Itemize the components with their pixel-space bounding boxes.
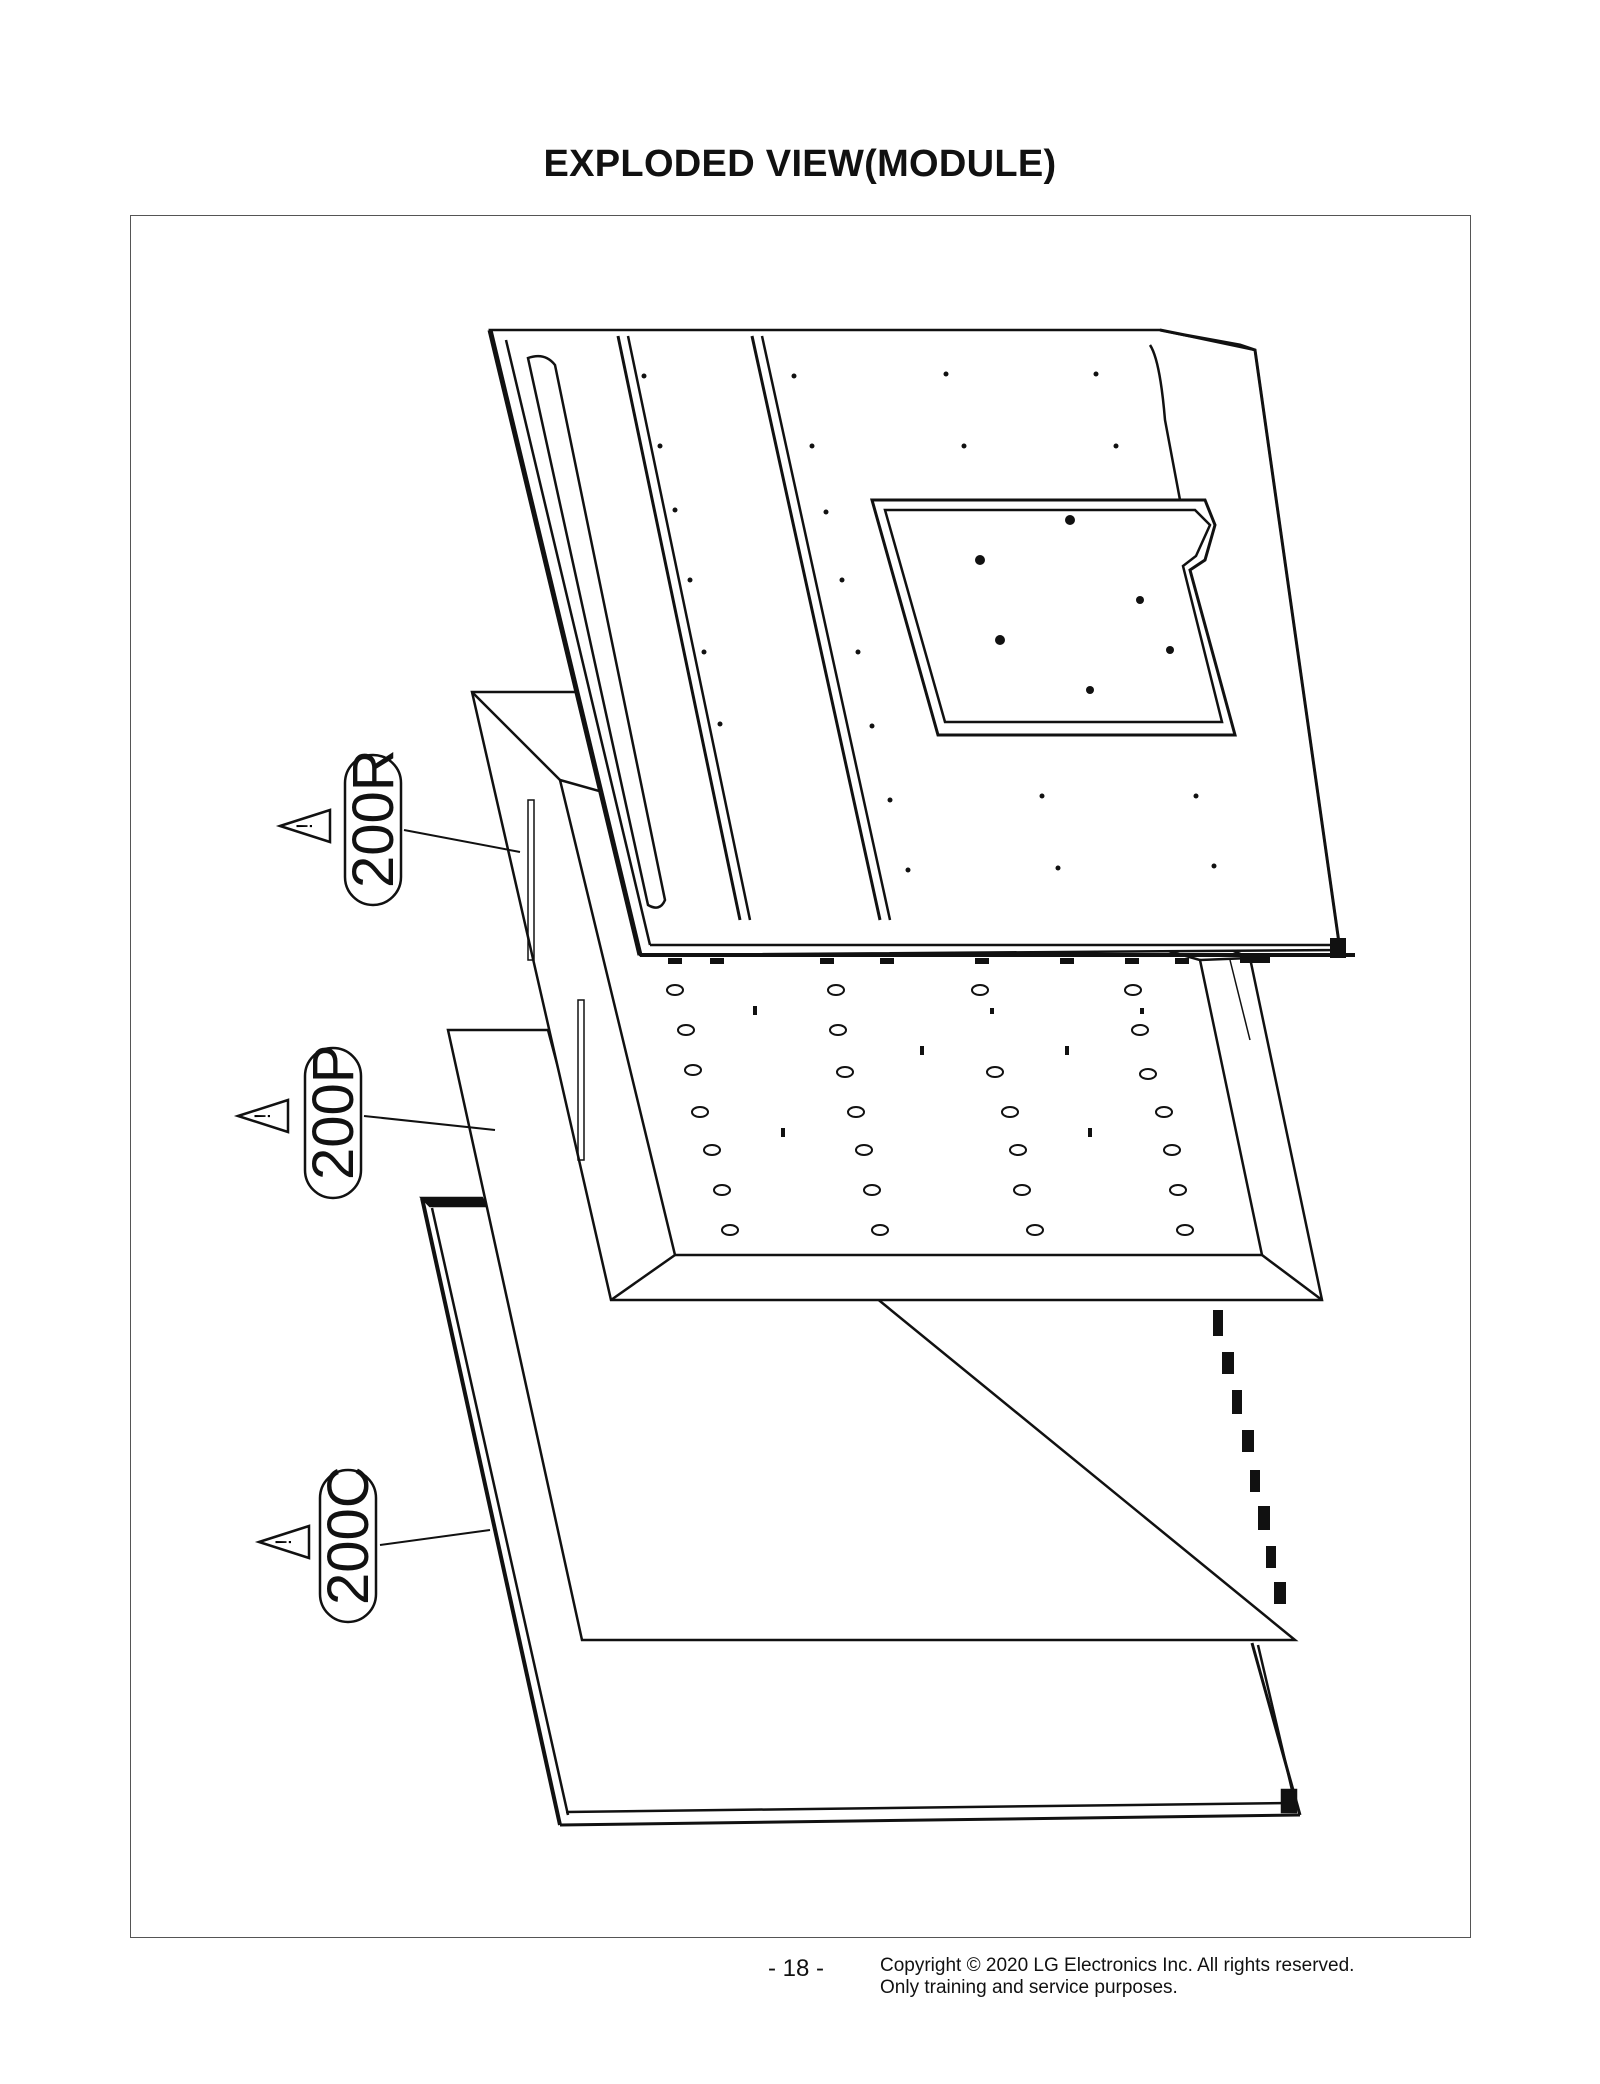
copyright-notice: Copyright © 2020 LG Electronics Inc. All… xyxy=(880,1955,1354,1999)
svg-text:!: ! xyxy=(292,823,317,829)
back-cover-part xyxy=(487,328,1355,964)
svg-text:!: ! xyxy=(250,1113,275,1119)
warning-triangle-icon: ! xyxy=(275,808,332,844)
callout-200c: ! 200C xyxy=(254,1466,491,1624)
callout-200r: ! 200R xyxy=(275,749,521,907)
warning-triangle-icon: ! xyxy=(233,1098,290,1134)
copyright-line-2: Only training and service purposes. xyxy=(880,1977,1178,1998)
svg-text:!: ! xyxy=(271,1539,296,1545)
copyright-line-1: Copyright © 2020 LG Electronics Inc. All… xyxy=(880,1955,1355,1976)
warning-triangle-icon: ! xyxy=(254,1524,311,1560)
callout-label-200r: 200R xyxy=(341,749,406,888)
callout-label-200c: 200C xyxy=(316,1466,381,1605)
diagram-frame xyxy=(130,215,1471,1938)
page-title: EXPLODED VIEW(MODULE) xyxy=(543,143,1057,185)
led-holes xyxy=(666,984,1194,1236)
page-number: - 18 - xyxy=(768,1955,825,1982)
callout-200p: ! 200P xyxy=(233,1045,496,1200)
callout-label-200p: 200P xyxy=(301,1045,366,1180)
